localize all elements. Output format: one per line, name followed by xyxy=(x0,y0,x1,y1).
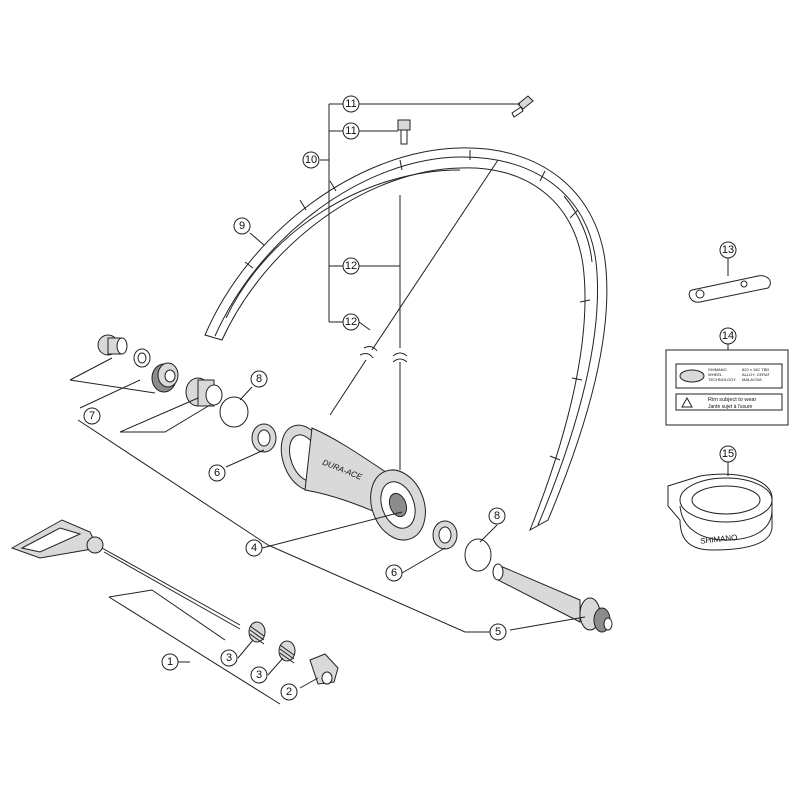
callout-9-label: 9 xyxy=(239,220,245,232)
callout-12-lower-label: 12 xyxy=(345,316,357,328)
callout-11-middle-label: 11 xyxy=(345,125,356,137)
callout-4-label: 4 xyxy=(251,542,257,554)
quick-release-lever xyxy=(10,519,104,559)
callout-15: 15 xyxy=(719,445,737,463)
rim-tape-roll xyxy=(667,473,773,551)
callout-12-upper-label: 12 xyxy=(345,260,357,272)
spring-2 xyxy=(278,640,296,664)
quick-release-skewer xyxy=(101,547,241,626)
callout-6-lower: 6 xyxy=(385,564,403,582)
callout-11-middle: 11 xyxy=(342,122,360,140)
callout-3-lower-label: 3 xyxy=(256,669,262,681)
sticker-warn1: Rim subject to wear xyxy=(708,397,756,403)
callout-7: 7 xyxy=(83,407,101,425)
callout-6-upper: 6 xyxy=(208,464,226,482)
callout-8-left-label: 8 xyxy=(256,373,262,385)
sticker-right1: 622 x 15C TBD xyxy=(742,367,769,372)
callout-13-label: 13 xyxy=(722,244,734,256)
callout-5: 5 xyxy=(489,623,507,641)
freehub-axle-body xyxy=(492,563,613,633)
rim xyxy=(204,147,608,532)
leader-lines xyxy=(69,103,729,705)
sticker-line1: SHIMANO xyxy=(708,367,727,372)
hub-body: DURA-ACE xyxy=(280,424,426,541)
callout-4: 4 xyxy=(245,539,263,557)
label-sticker xyxy=(665,349,789,426)
callout-2: 2 xyxy=(280,683,298,701)
callout-8-right-label: 8 xyxy=(494,510,500,522)
cone xyxy=(185,377,223,407)
bearing-left xyxy=(251,423,277,453)
cone-nut xyxy=(151,362,179,393)
rim-tape-logo: SHIMANO xyxy=(700,533,738,546)
callout-3-lower: 3 xyxy=(250,666,268,684)
callout-12-upper: 12 xyxy=(342,257,360,275)
callout-8-left: 8 xyxy=(250,370,268,388)
spring-1 xyxy=(248,621,266,645)
bearing-right xyxy=(432,520,458,550)
spoke-wrench-tool xyxy=(688,275,771,303)
callout-6-upper-label: 6 xyxy=(214,467,220,479)
o-ring-left xyxy=(219,396,249,428)
spokes xyxy=(329,159,499,470)
callout-12-lower: 12 xyxy=(342,313,360,331)
sticker-line3: TECHNOLOGY xyxy=(708,377,736,382)
callout-14: 14 xyxy=(719,327,737,345)
washer xyxy=(133,348,151,368)
callout-15-label: 15 xyxy=(722,448,734,460)
callout-3-upper: 3 xyxy=(220,649,238,667)
callout-13: 13 xyxy=(719,241,737,259)
sticker-right2: ALLOY, CERAT xyxy=(742,372,770,377)
callout-11-top: 11 xyxy=(342,95,360,113)
callout-1: 1 xyxy=(161,653,179,671)
sticker-line2: WHEEL xyxy=(708,372,723,377)
nipple-middle xyxy=(397,119,411,145)
callout-2-label: 2 xyxy=(286,686,292,698)
callout-10-label: 10 xyxy=(305,154,317,166)
nipple-top xyxy=(511,95,534,118)
callout-14-label: 14 xyxy=(722,330,734,342)
sticker-warn2: Jante sujet à l'usure xyxy=(708,404,753,410)
callout-7-label: 7 xyxy=(89,410,95,422)
callout-8-right: 8 xyxy=(488,507,506,525)
axle-end-cap xyxy=(97,334,128,356)
o-ring-right xyxy=(464,538,492,572)
callout-5-label: 5 xyxy=(495,626,501,638)
callout-3-upper-label: 3 xyxy=(226,652,232,664)
callout-11-top-label: 11 xyxy=(345,98,356,110)
callout-1-label: 1 xyxy=(167,656,173,668)
callout-6-lower-label: 6 xyxy=(391,567,397,579)
callout-10: 10 xyxy=(302,151,320,169)
adjusting-nut xyxy=(309,653,339,685)
sticker-right3: MALAYSIA xyxy=(742,377,762,382)
callout-9: 9 xyxy=(233,217,251,235)
